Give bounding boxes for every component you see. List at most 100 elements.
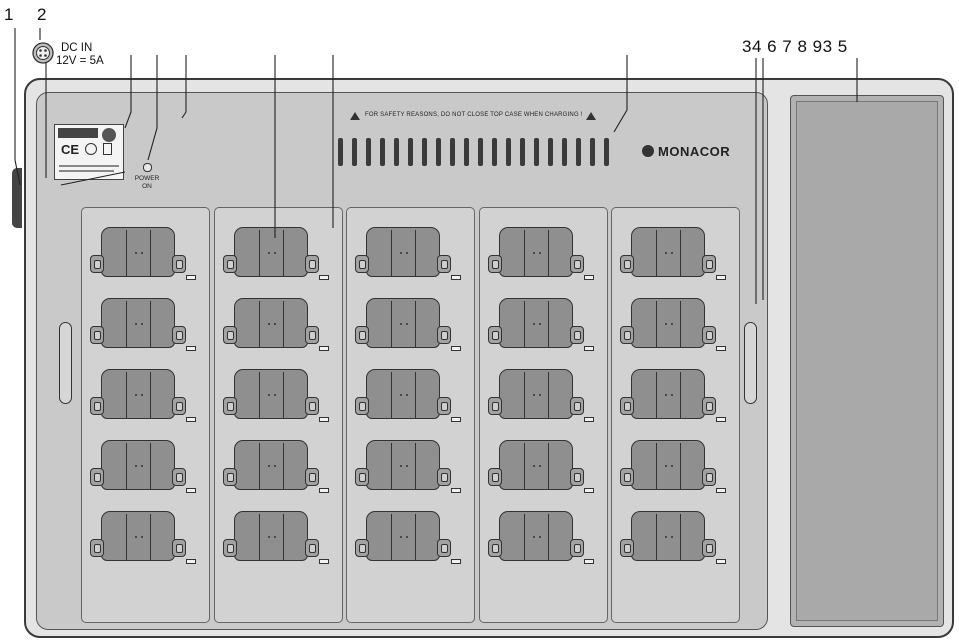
pack-groove: [548, 372, 550, 418]
slot-clip-right: [305, 255, 319, 273]
vent-slot: [506, 138, 511, 166]
vent-slot: [548, 138, 553, 166]
charging-slot: [90, 511, 196, 564]
pack-contact: [539, 252, 541, 254]
vent-slot: [520, 138, 525, 166]
weee-bin-icon: [103, 143, 112, 155]
pack-groove: [548, 443, 550, 489]
pack-contact: [268, 323, 270, 325]
power-label: POWER ON: [128, 175, 166, 191]
charging-slot: [223, 369, 329, 422]
charging-slot: [223, 227, 329, 280]
charge-led: [186, 559, 196, 564]
pack-contact: [671, 394, 673, 396]
slot-clip-left: [90, 255, 104, 273]
pack-groove: [415, 301, 417, 347]
case-side-knob: [12, 168, 22, 228]
slot-clip-left: [223, 255, 237, 273]
battery-pack: [631, 440, 705, 490]
power-led: [143, 163, 152, 172]
power-label-top: POWER: [134, 175, 160, 182]
pack-contact: [274, 465, 276, 467]
pack-contact: [400, 465, 402, 467]
label-plate-header: [58, 128, 98, 138]
charging-slot: [90, 298, 196, 351]
vent-slot: [576, 138, 581, 166]
charge-led: [584, 417, 594, 422]
ce-mark-icon: CE: [61, 142, 80, 157]
charging-slot: [620, 298, 726, 351]
vent-slot: [590, 138, 595, 166]
pack-contact: [268, 465, 270, 467]
pack-groove: [259, 372, 261, 418]
charging-slot: [90, 369, 196, 422]
battery-pack: [366, 440, 440, 490]
pack-contact: [268, 252, 270, 254]
slot-clip-left: [488, 468, 502, 486]
charge-led: [716, 346, 726, 351]
vent-slot: [422, 138, 427, 166]
pack-contact: [406, 465, 408, 467]
slot-clip-right: [305, 539, 319, 557]
pack-contact: [274, 394, 276, 396]
pack-contact: [406, 323, 408, 325]
pack-groove: [656, 372, 658, 418]
slot-clip-left: [620, 397, 634, 415]
pack-contact: [539, 536, 541, 538]
pack-contact: [268, 394, 270, 396]
pack-contact: [671, 536, 673, 538]
pack-contact: [400, 394, 402, 396]
slot-clip-right: [305, 397, 319, 415]
rating-label-plate: CE: [54, 124, 124, 180]
battery-pack: [366, 227, 440, 277]
pack-contact: [400, 323, 402, 325]
pack-contact: [141, 323, 143, 325]
pack-groove: [524, 301, 526, 347]
battery-pack: [234, 227, 308, 277]
vent-slot: [450, 138, 455, 166]
battery-pack: [366, 369, 440, 419]
charging-slot: [620, 440, 726, 493]
vent-slot: [464, 138, 469, 166]
pack-groove: [126, 301, 128, 347]
pack-groove: [524, 514, 526, 560]
pack-groove: [283, 514, 285, 560]
charge-led: [451, 559, 461, 564]
charging-slot: [620, 511, 726, 564]
leader-line-h: [60, 171, 126, 186]
slot-clip-left: [620, 326, 634, 344]
pack-groove: [680, 372, 682, 418]
slot-clip-right: [172, 326, 186, 344]
charge-led: [186, 275, 196, 280]
pack-contact: [533, 465, 535, 467]
pack-contact: [141, 465, 143, 467]
callout-right-group: 34 6 7 8 93 5: [742, 37, 848, 56]
pack-contact: [135, 323, 137, 325]
charge-led: [186, 488, 196, 493]
charging-slot: [90, 227, 196, 280]
pack-groove: [548, 514, 550, 560]
battery-pack: [101, 298, 175, 348]
leader-line-c: [147, 55, 158, 161]
battery-pack: [499, 227, 573, 277]
slot-clip-left: [223, 397, 237, 415]
slot-clip-right: [570, 397, 584, 415]
charge-led: [186, 417, 196, 422]
charge-led: [319, 417, 329, 422]
slot-clip-left: [488, 255, 502, 273]
charging-slot: [355, 440, 461, 493]
battery-pack: [366, 511, 440, 561]
slot-clip-right: [702, 255, 716, 273]
charge-led: [584, 488, 594, 493]
leader-line-b: [124, 55, 132, 129]
pack-contact: [671, 252, 673, 254]
vent-slot: [408, 138, 413, 166]
charge-led: [451, 275, 461, 280]
recycle-mark-icon: [85, 143, 97, 155]
slot-clip-left: [355, 539, 369, 557]
slot-clip-right: [570, 326, 584, 344]
vent-slot: [366, 138, 371, 166]
battery-pack: [101, 440, 175, 490]
pack-groove: [283, 443, 285, 489]
